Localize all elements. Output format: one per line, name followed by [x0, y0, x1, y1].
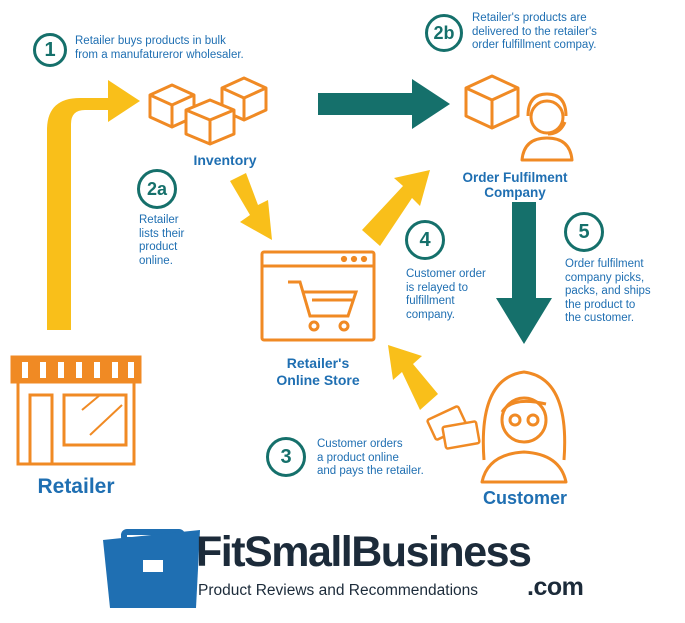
- step-4-line: company.: [406, 308, 456, 321]
- online-store-label-line: Online Store: [276, 372, 360, 388]
- order-fulfilment-label-line: Order Fulfilment: [462, 170, 568, 185]
- step-2a-line: lists their: [139, 227, 185, 240]
- step-2a-line: online.: [139, 254, 173, 267]
- step-2b-line: Retailer's products are: [472, 12, 587, 24]
- brand-wordmark: FitSmallBusiness: [196, 528, 532, 576]
- step-5-line: the product to: [565, 298, 636, 311]
- retailer-label: Retailer: [37, 475, 115, 498]
- online-store-icon: [260, 250, 376, 342]
- step-2b-line: delivered to the retailer's: [472, 25, 597, 38]
- online-store-label-line: Retailer's: [286, 355, 350, 371]
- step-5-line: packs, and ships: [565, 285, 651, 297]
- step-2a-line: product: [139, 241, 178, 253]
- step-2a-text: Retailer lists their product online.: [139, 214, 184, 268]
- step-1-text: Retailer buys products in bulk from a ma…: [75, 35, 244, 62]
- step-5-line: Order fulfilment: [565, 258, 644, 270]
- arrow-fulfilment-to-customer: [496, 202, 552, 344]
- step-2a-badge: 2a: [137, 169, 177, 209]
- step-5-badge: 5: [564, 212, 604, 252]
- inventory-label: Inventory: [193, 152, 257, 168]
- arrow-inventory-to-fulfilment: [318, 79, 450, 129]
- step-2b-line: order fulfillment compay.: [472, 39, 597, 51]
- arrow-store-to-fulfilment: [362, 170, 430, 246]
- arrow-customer-to-store: [388, 345, 438, 410]
- arrow-retailer-to-inventory: [47, 80, 140, 330]
- online-store-label: Retailer's Online Store: [250, 355, 386, 389]
- step-4-line: fulfillment: [406, 295, 455, 307]
- credit-cards-icon: [426, 405, 481, 450]
- order-fulfilment-label-line: Company: [484, 185, 546, 200]
- step-1-line: Retailer buys products in bulk: [75, 35, 226, 47]
- step-1-line: from a manufatureror wholesaler.: [75, 48, 244, 61]
- step-4-text: Customer order is relayed to fulfillment…: [406, 268, 486, 322]
- storefront-awning-stripes: [22, 362, 134, 378]
- step-4-line: is relayed to: [406, 281, 469, 294]
- step-4-badge: 4: [405, 220, 445, 260]
- brand-tld: .com: [527, 573, 584, 601]
- step-3-badge: 3: [266, 437, 306, 477]
- customer-label: Customer: [482, 488, 567, 508]
- step-5-text: Order fulfilment company picks, packs, a…: [565, 258, 651, 326]
- step-1-badge: 1: [33, 33, 67, 67]
- step-3-line: a product online: [317, 451, 399, 464]
- briefcase-logo-icon: [103, 529, 200, 608]
- step-3-line: Customer orders: [317, 438, 403, 450]
- step-3-line: and pays the retailer.: [317, 465, 424, 477]
- step-2a-line: Retailer: [139, 214, 179, 226]
- order-fulfilment-label: Order Fulfilment Company: [440, 170, 590, 200]
- customer-icon: [480, 370, 568, 484]
- step-3-text: Customer orders a product online and pay…: [317, 438, 424, 479]
- inventory-boxes-icon: [148, 76, 268, 146]
- step-5-line: the customer.: [565, 312, 635, 324]
- step-2b-badge: 2b: [425, 14, 463, 52]
- fulfilment-worker-icon: [464, 74, 574, 162]
- brand-tagline: Product Reviews and Recommendations: [198, 582, 478, 599]
- arrow-inventory-to-store: [230, 173, 272, 240]
- step-2b-text: Retailer's products are delivered to the…: [472, 12, 597, 53]
- step-5-line: company picks,: [565, 271, 645, 284]
- step-4-line: Customer order: [406, 268, 486, 280]
